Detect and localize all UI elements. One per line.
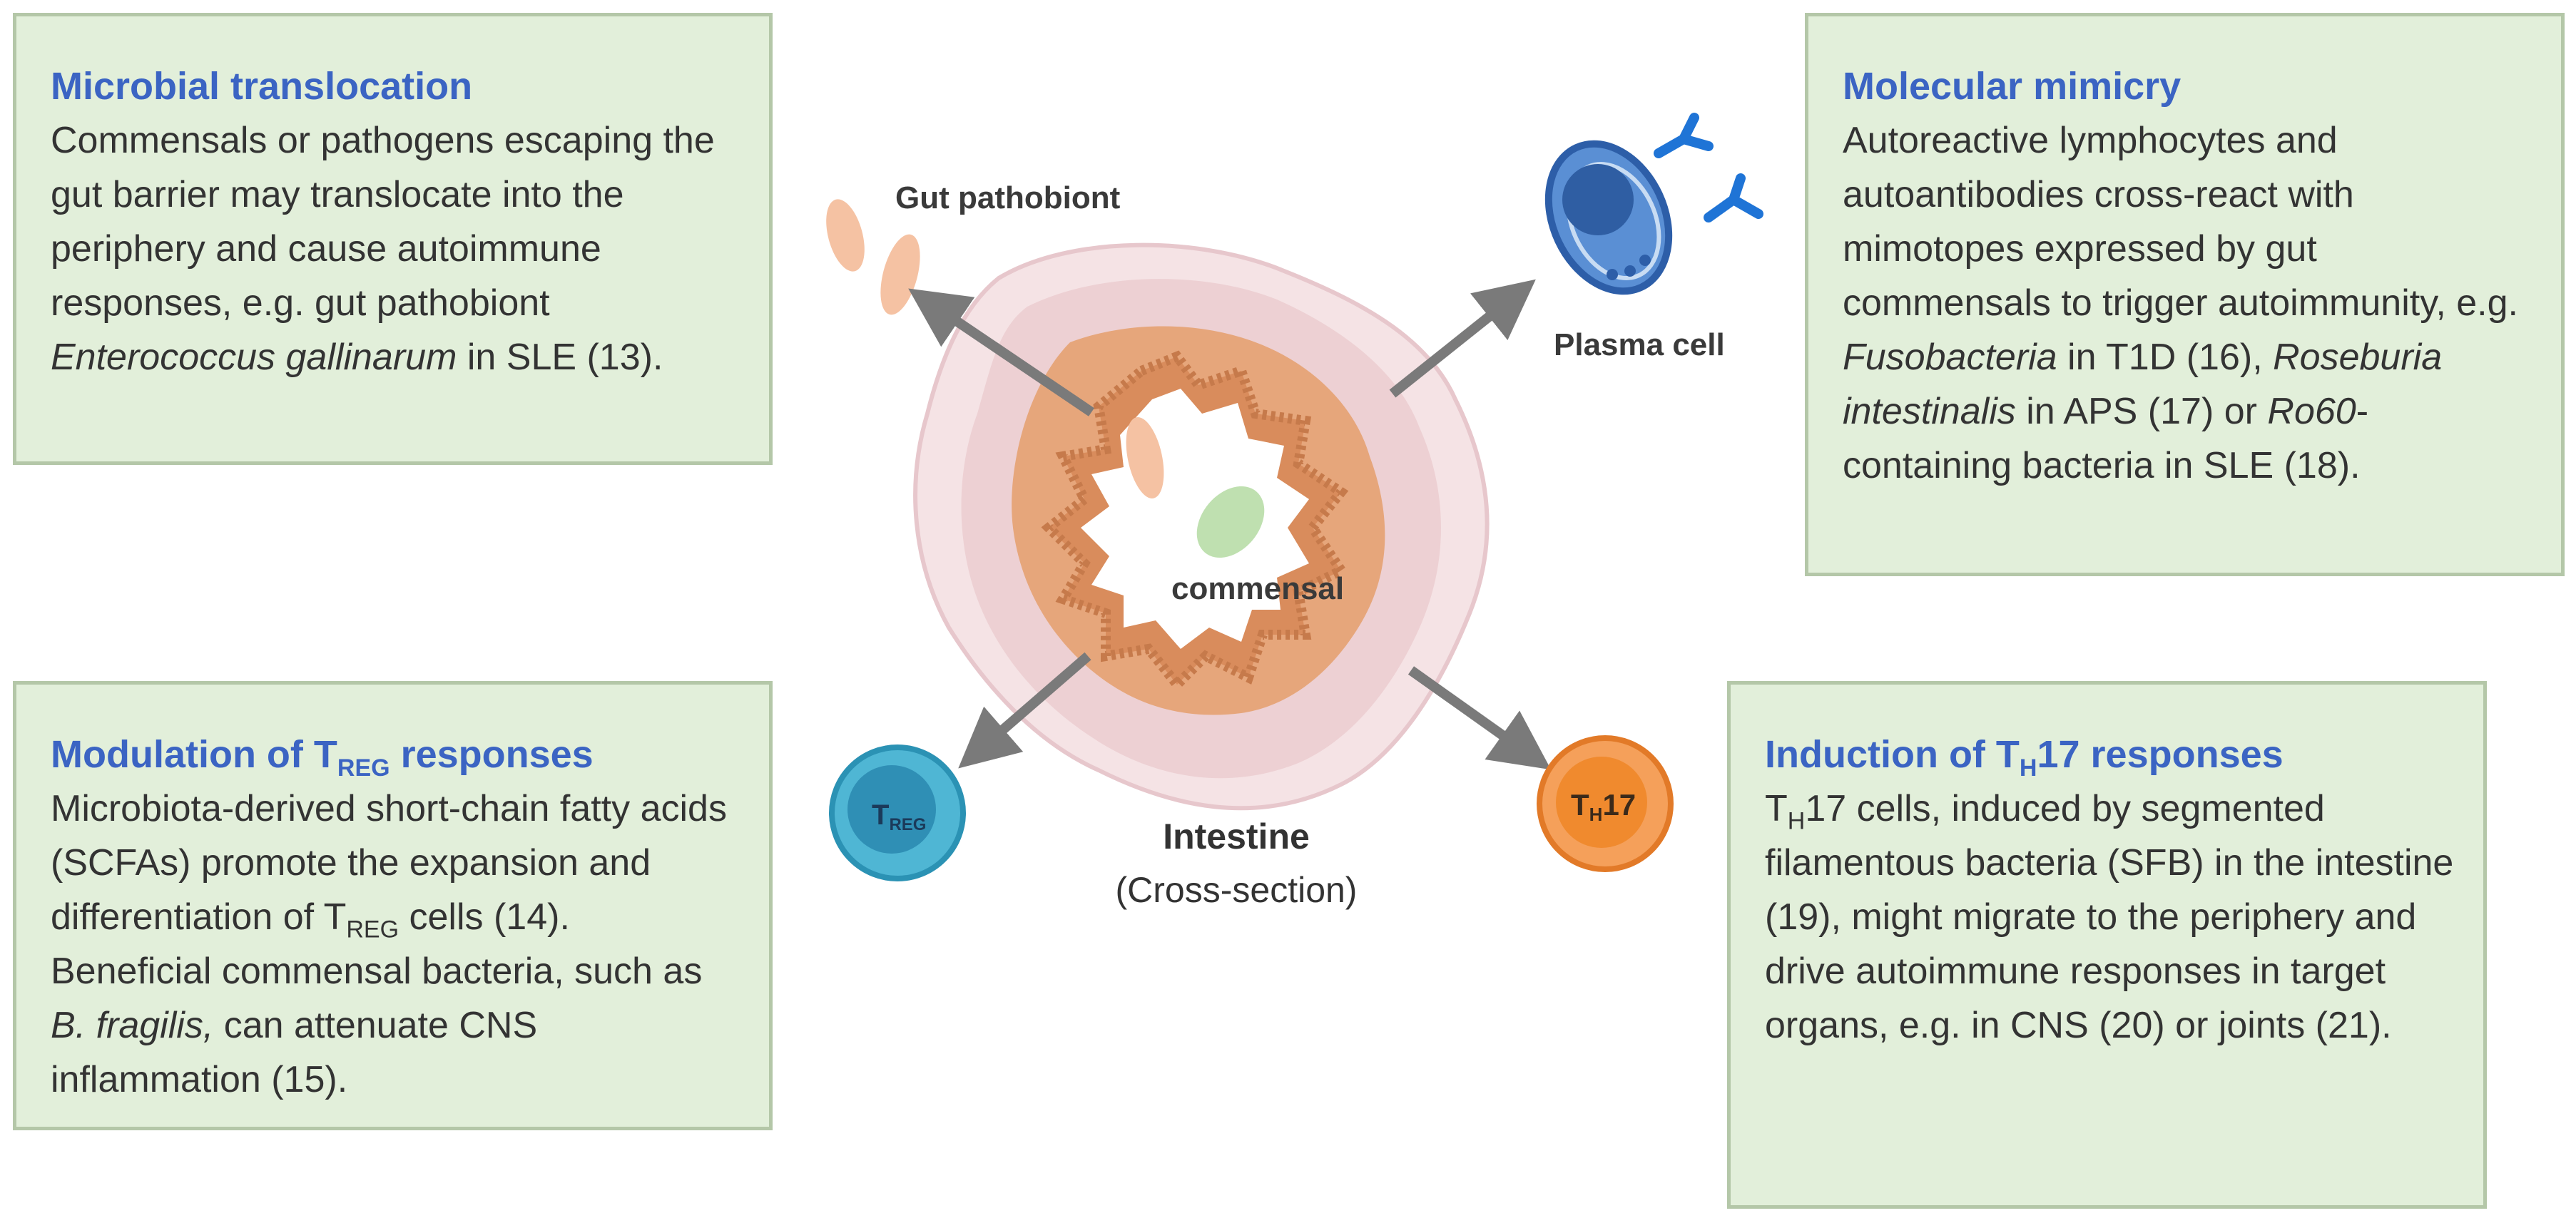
molecular-mimicry-title: Molecular mimicry <box>1843 65 2182 108</box>
intestine-label: Intestine <box>1163 817 1310 856</box>
arrow-to-pathobiont <box>908 288 1094 416</box>
treg-cell-label: TREG <box>872 799 926 834</box>
microbial-translocation-title: Microbial translocation <box>51 65 473 108</box>
commensal-label: commensal <box>1171 571 1344 606</box>
plasma-cell-icon <box>1544 140 1673 295</box>
microbial-translocation-text: Commensals or pathogens escaping the gut… <box>51 120 715 378</box>
arrow-to-plasma-cell <box>1389 279 1536 398</box>
molecular-mimicry-text: Autoreactive lymphocytes and autoantibod… <box>1843 120 2518 486</box>
antibody-icon <box>1654 113 1763 222</box>
treg-modulation-title: Modulation of TREG responses <box>51 733 594 782</box>
th17-cell-icon <box>1537 735 1674 872</box>
arrow-to-th17 <box>1407 666 1552 770</box>
pathobiont-bacterium <box>880 234 920 315</box>
microbial-translocation-box: Microbial translocation Commensals or pa… <box>13 13 773 465</box>
pathobiont-bacterium-lumen <box>1126 417 1164 498</box>
th17-cell-label: TH17 <box>1571 788 1636 825</box>
arrow-to-treg <box>958 652 1091 769</box>
gut-pathobiont-label: Gut pathobiont <box>895 180 1121 215</box>
th17-induction-box: Induction of TH17 responses TH17 cells, … <box>1727 681 2487 1209</box>
commensal-bacterium <box>1196 486 1265 558</box>
treg-cell-icon <box>829 744 966 881</box>
th17-induction-text: TH17 cells, induced by segmented filamen… <box>1765 788 2454 1046</box>
th17-induction-title: Induction of TH17 responses <box>1765 733 2284 782</box>
treg-modulation-text: Microbiota-derived short-chain fatty aci… <box>51 788 727 1100</box>
cross-section-label: (Cross-section) <box>1116 870 1358 910</box>
plasma-cell-label: Plasma cell <box>1554 327 1725 362</box>
treg-modulation-box: Modulation of TREG responses Microbiota-… <box>13 681 773 1130</box>
molecular-mimicry-box: Molecular mimicry Autoreactive lymphocyt… <box>1805 13 2565 576</box>
pathobiont-bacterium <box>826 199 865 272</box>
